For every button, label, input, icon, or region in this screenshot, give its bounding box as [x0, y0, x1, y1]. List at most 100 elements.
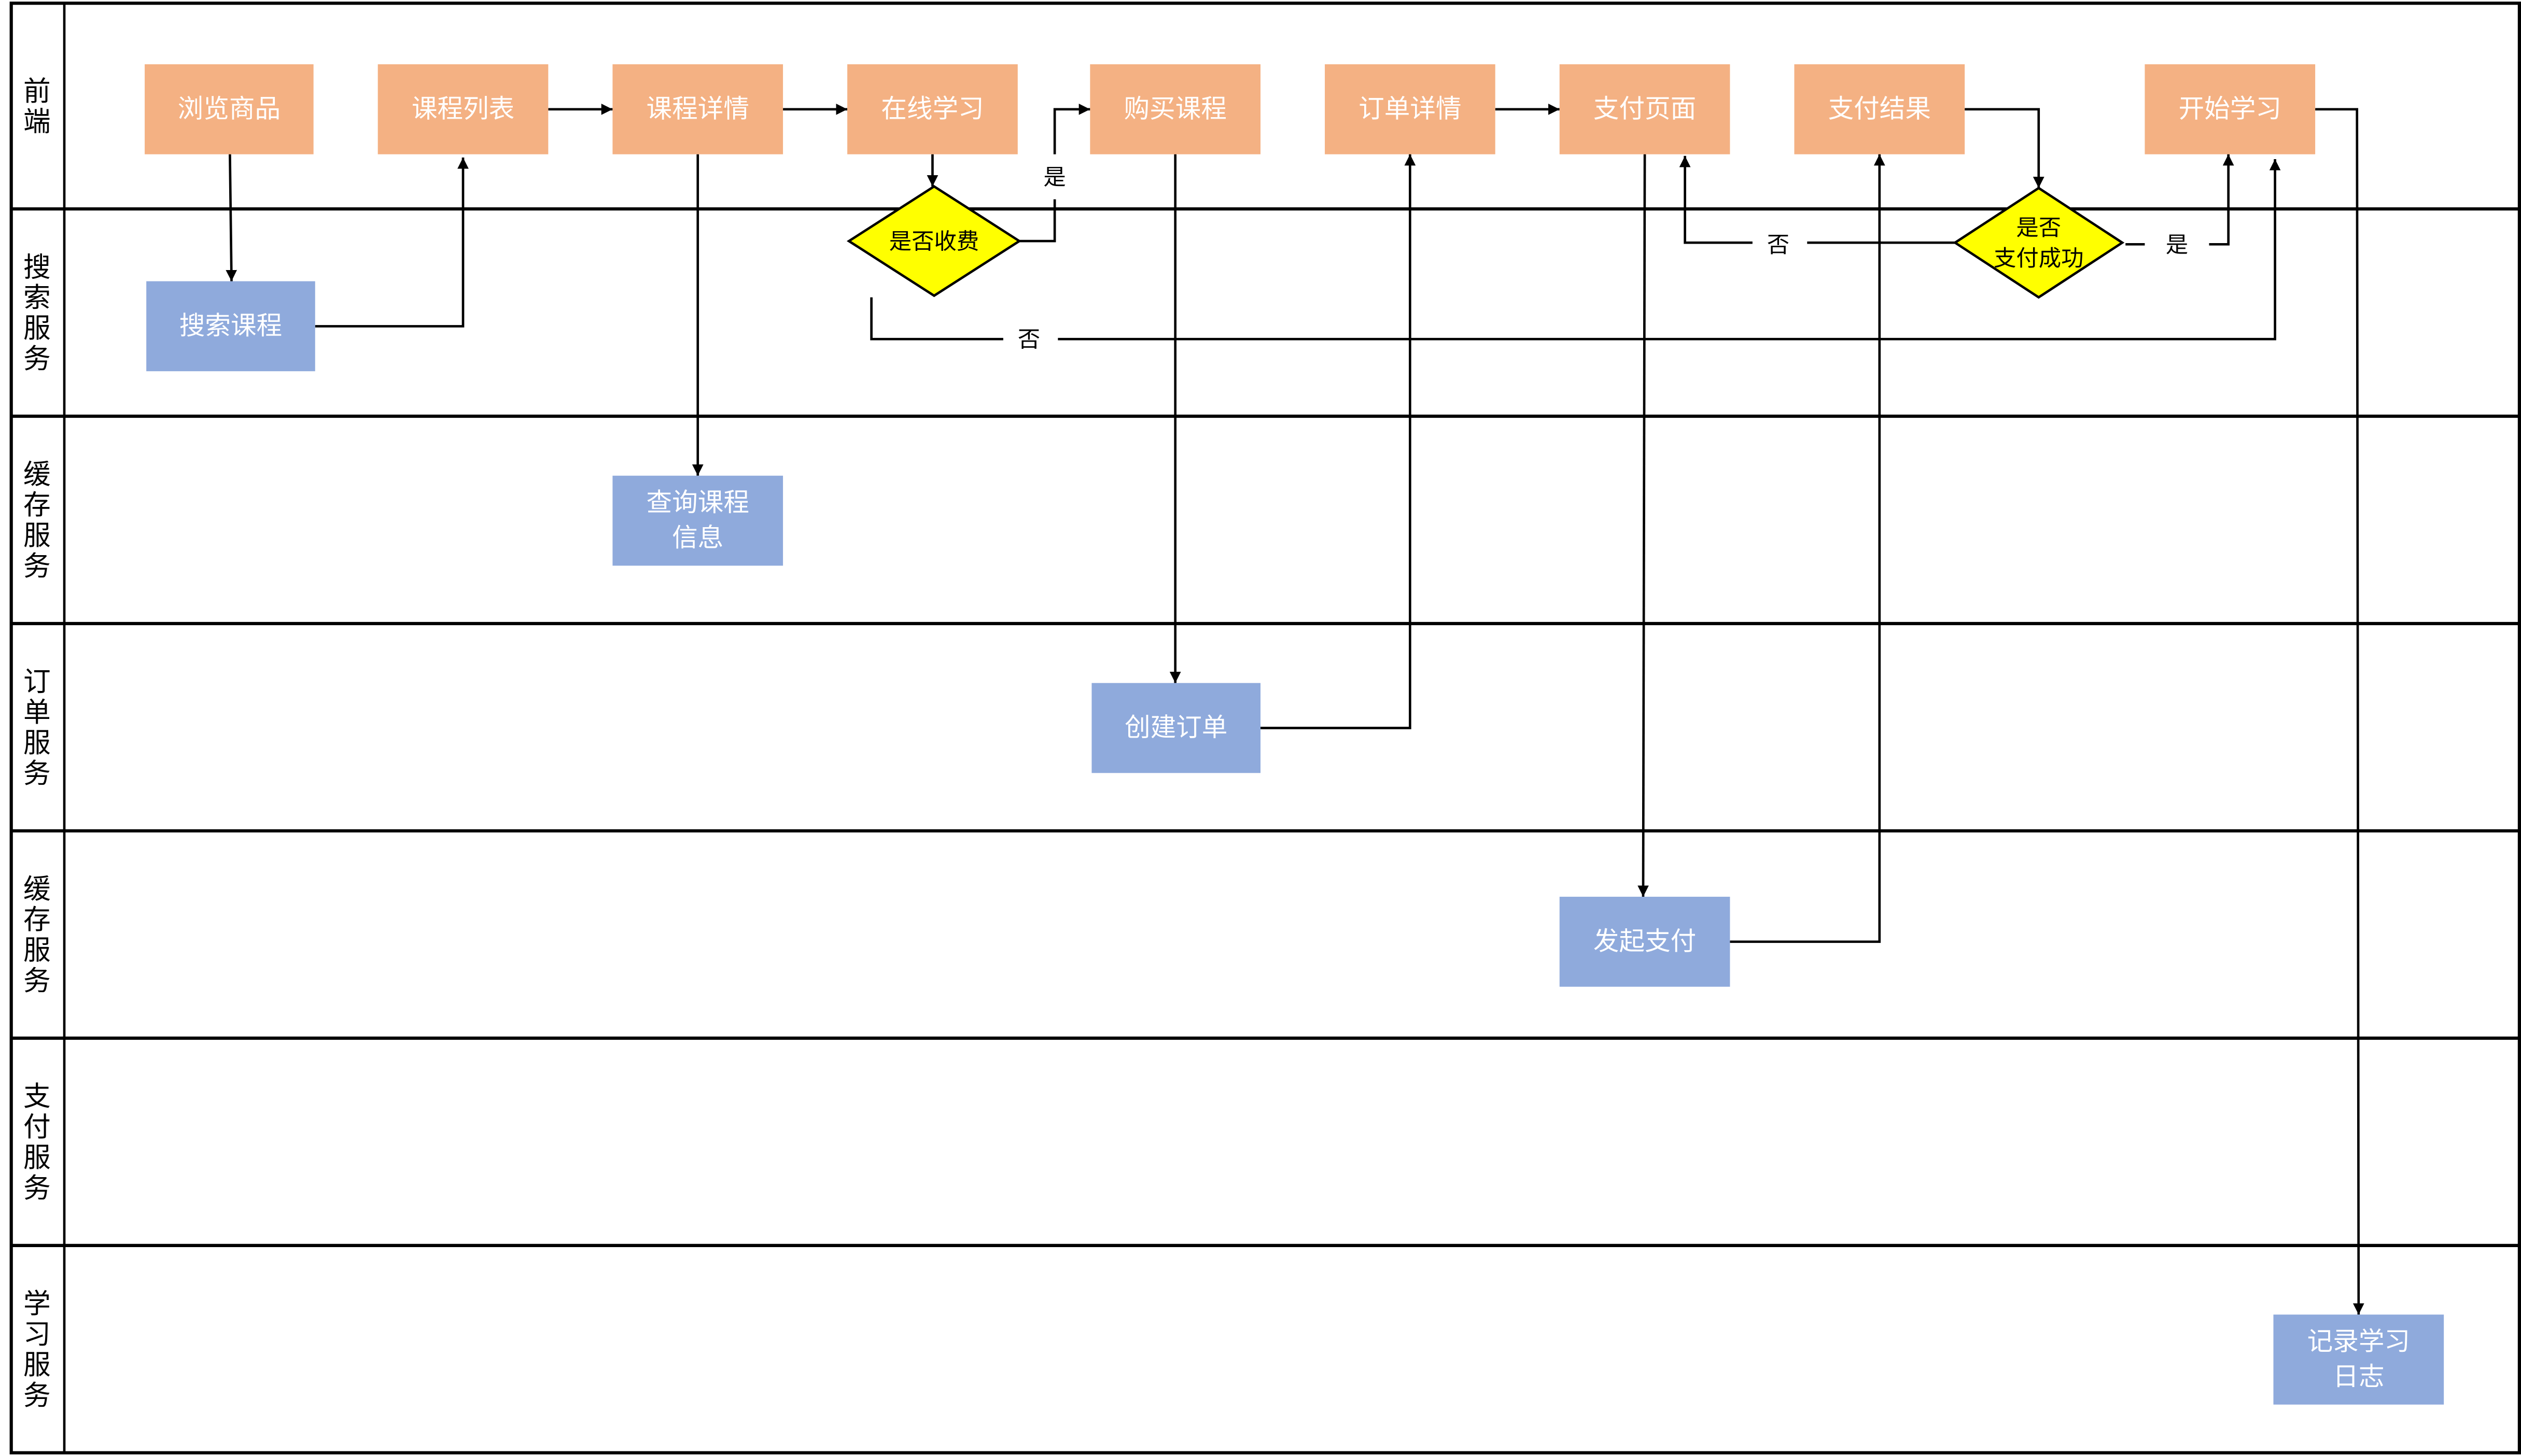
edge-search-course-to-course-list [315, 157, 469, 328]
node-label: 日志 [2333, 1362, 2384, 1392]
node-search-course[interactable]: 搜索课程 [146, 281, 315, 372]
lane-label-char: 服 [23, 1349, 51, 1381]
node-box [1794, 64, 1965, 154]
node-box [145, 64, 314, 154]
lane-label-char: 存 [23, 489, 51, 521]
edge-is-paid-no-left [870, 297, 1003, 341]
node-label: 是否收费 [889, 229, 979, 255]
lane-label-char: 学 [23, 1288, 51, 1320]
node-label: 课程详情 [647, 93, 749, 123]
node-is-paid-course[interactable]: 是否收费 [846, 185, 1022, 298]
node-box [2273, 1314, 2444, 1405]
lane-label-char: 习 [23, 1319, 51, 1350]
lane-label-char: 服 [23, 520, 51, 552]
node-label: 开始学习 [2179, 93, 2281, 123]
node-box [377, 64, 549, 154]
edge-browse-to-search-course [226, 154, 237, 281]
edge-is-paid-yes-to-buy-course [1019, 199, 1056, 243]
lane-label-char: 缓 [23, 459, 51, 490]
node-label: 搜索课程 [179, 310, 282, 341]
lane-label-char: 服 [23, 935, 51, 966]
node-box [1091, 683, 1260, 773]
nodes: 浏览商品 课程列表 课程详情 在线学习 购买课程 订单详情 支付页面 支付结果 开始学习搜索课程… [145, 64, 2444, 1405]
decision-diamond [1953, 186, 2125, 299]
node-start-learning[interactable]: 开始学习 [2145, 64, 2316, 154]
node-pay-result[interactable]: 支付结果 [1794, 64, 1965, 154]
node-box [1559, 897, 1730, 987]
edge-is-success-yes-right [2209, 154, 2234, 246]
lane-label-char: 服 [23, 727, 51, 759]
decision-diamond [846, 185, 1022, 298]
node-label: 支付结果 [1828, 93, 1931, 123]
lane-label-char: 务 [23, 1380, 51, 1411]
node-label: 在线学习 [881, 93, 984, 123]
lane-label-char: 支 [23, 1081, 51, 1112]
edge-pay-result-to-is-success [1965, 108, 2044, 188]
edge-create-order-to-order-detail [1260, 154, 1416, 729]
node-label: 课程列表 [412, 93, 514, 123]
edges [226, 103, 2364, 1315]
lane-label-char: 务 [23, 758, 51, 789]
node-browse[interactable]: 浏览商品 [145, 64, 314, 154]
edge-start-learning-to-record-log [2315, 108, 2364, 1315]
lane-label-char: 前 [23, 76, 51, 107]
node-box [2145, 64, 2316, 154]
node-box [1559, 64, 1730, 154]
node-box [847, 64, 1018, 154]
node-label: 发起支付 [1593, 926, 1696, 956]
node-init-payment[interactable]: 发起支付 [1559, 897, 1730, 987]
node-pay-page[interactable]: 支付页面 [1559, 64, 1730, 154]
node-box [1325, 64, 1495, 154]
lane-label-char: 搜 [23, 251, 51, 283]
node-course-detail[interactable]: 课程详情 [612, 64, 783, 154]
edge-labels: 是 否 否 是 [1018, 165, 2188, 353]
lane-label-char: 订 [23, 666, 51, 698]
node-box [612, 64, 783, 154]
edge-is-paid-yes-to-buy-course-top [1053, 103, 1090, 154]
node-label: 支付页面 [1593, 93, 1696, 123]
edge-label-paid-yes: 是 [1043, 165, 1066, 191]
node-course-list[interactable]: 课程列表 [377, 64, 549, 154]
edge-is-success-no-left [1679, 156, 1753, 244]
lane-label-char: 务 [23, 550, 51, 582]
lane-label-char: 付 [23, 1111, 51, 1143]
lane-label-char: 服 [23, 1142, 51, 1174]
lane-label-char: 单 [23, 697, 51, 728]
node-order-detail[interactable]: 订单详情 [1325, 64, 1495, 154]
node-label: 订单详情 [1358, 93, 1461, 123]
node-box [1090, 64, 1260, 154]
edge-label-success-no: 否 [1767, 232, 1789, 258]
node-box [612, 475, 783, 566]
lane-label-char: 端 [23, 106, 51, 138]
lane-label-char: 缓 [23, 873, 51, 905]
edge-label-paid-no: 否 [1018, 327, 1040, 353]
lane-label-char: 务 [23, 343, 51, 375]
node-label: 创建订单 [1125, 712, 1227, 742]
node-label: 支付成功 [1994, 246, 2084, 272]
node-buy-course[interactable]: 购买课程 [1090, 64, 1260, 154]
node-create-order[interactable]: 创建订单 [1091, 683, 1260, 773]
node-label: 记录学习 [2307, 1326, 2410, 1356]
lane-label-char: 服 [23, 313, 51, 344]
node-label: 购买课程 [1124, 93, 1226, 123]
lane-label-char: 务 [23, 965, 51, 997]
edge-label-success-yes: 是 [2166, 232, 2188, 258]
edge-is-paid-no-right [1058, 159, 2281, 341]
node-label: 是否 [2016, 215, 2061, 241]
lane-label-char: 存 [23, 904, 51, 936]
edge-init-payment-to-pay-result [1730, 154, 1885, 943]
edge-pay-page-to-init-payment [1637, 154, 1649, 897]
node-label: 查询课程 [647, 487, 749, 517]
node-online-learning[interactable]: 在线学习 [847, 64, 1018, 154]
